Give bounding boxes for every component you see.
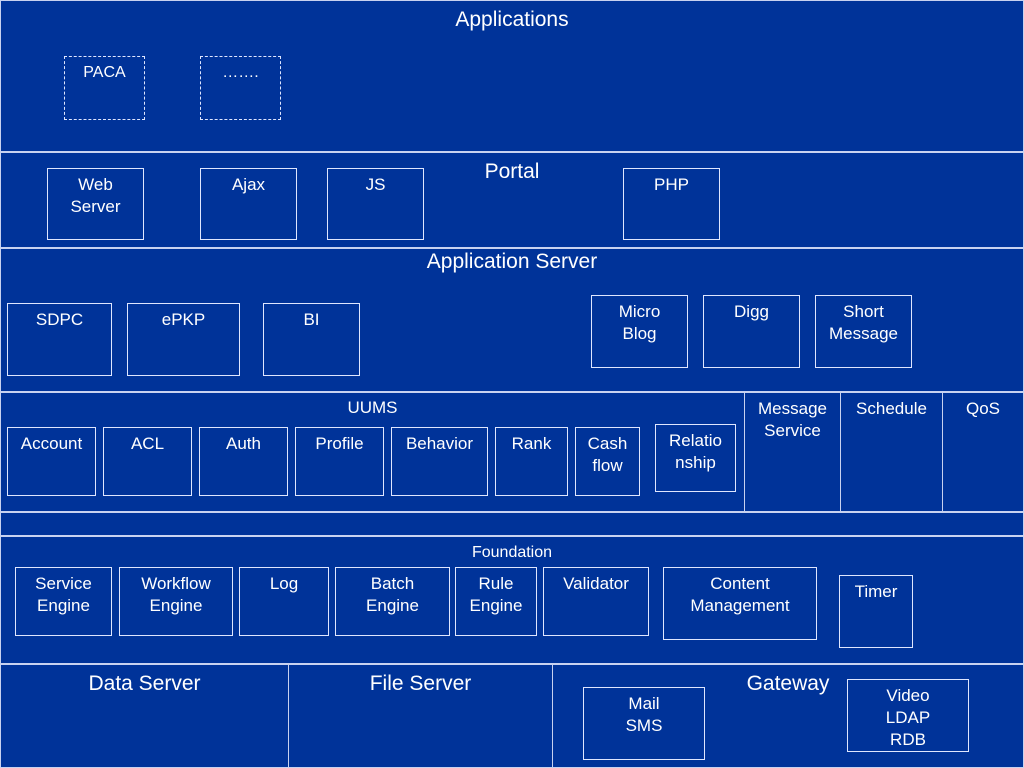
uums-item-cash-flow: Cash flow xyxy=(575,427,640,496)
app-server-item-micro-blog: Micro Blog xyxy=(591,295,688,368)
foundation-item-timer: Timer xyxy=(839,575,913,648)
data-server-title: Data Server xyxy=(88,672,201,695)
uums-item-profile: Profile xyxy=(295,427,384,496)
app-server-item-sdpc: SDPC xyxy=(7,303,112,376)
gateway-item-video-ldap-rdb: Video LDAP RDB xyxy=(847,679,969,752)
uums-item-acl: ACL xyxy=(103,427,192,496)
foundation-item-batch-engine: Batch Engine xyxy=(335,567,450,636)
app-server-item-epkp: ePKP xyxy=(127,303,240,376)
portal-item-ajax: Ajax xyxy=(200,168,297,240)
uums-item-account: Account xyxy=(7,427,96,496)
foundation-item-content-management: Content Management xyxy=(663,567,817,640)
application-server-title: Application Server xyxy=(426,250,598,273)
uums-item-relationship: Relatio nship xyxy=(655,424,736,492)
foundation-item-rule-engine: Rule Engine xyxy=(455,567,537,636)
foundation-item-workflow-engine: Workflow Engine xyxy=(119,567,233,636)
applications-layer: Applications xyxy=(0,0,1024,152)
separator-strip xyxy=(0,512,1024,536)
message-service-layer: Message Service xyxy=(744,392,841,512)
foundation-item-log: Log xyxy=(239,567,329,636)
uums-item-auth: Auth xyxy=(199,427,288,496)
app-server-item-short-message: Short Message xyxy=(815,295,912,368)
qos-layer: QoS xyxy=(942,392,1024,512)
app-server-item-digg: Digg xyxy=(703,295,800,368)
schedule-layer: Schedule xyxy=(840,392,943,512)
portal-item-js: JS xyxy=(327,168,424,240)
file-server-title: File Server xyxy=(369,672,472,695)
foundation-item-service-engine: Service Engine xyxy=(15,567,112,636)
portal-title: Portal xyxy=(484,160,540,183)
portal-item-php: PHP xyxy=(623,168,720,240)
applications-title: Applications xyxy=(455,8,569,31)
foundation-title: Foundation xyxy=(471,544,553,561)
gateway-title: Gateway xyxy=(746,672,830,695)
foundation-item-validator: Validator xyxy=(543,567,649,636)
app-item-more: ……. xyxy=(200,56,281,120)
uums-item-rank: Rank xyxy=(495,427,568,496)
file-server-layer: File Server xyxy=(288,664,553,768)
uums-title: UUMS xyxy=(347,398,398,417)
app-server-item-bi: BI xyxy=(263,303,360,376)
data-server-layer: Data Server xyxy=(0,664,289,768)
gateway-item-mail-sms: Mail SMS xyxy=(583,687,705,760)
portal-layer: Portal xyxy=(0,152,1024,248)
app-item-paca: PACA xyxy=(64,56,145,120)
uums-item-behavior: Behavior xyxy=(391,427,488,496)
portal-item-web-server: Web Server xyxy=(47,168,144,240)
